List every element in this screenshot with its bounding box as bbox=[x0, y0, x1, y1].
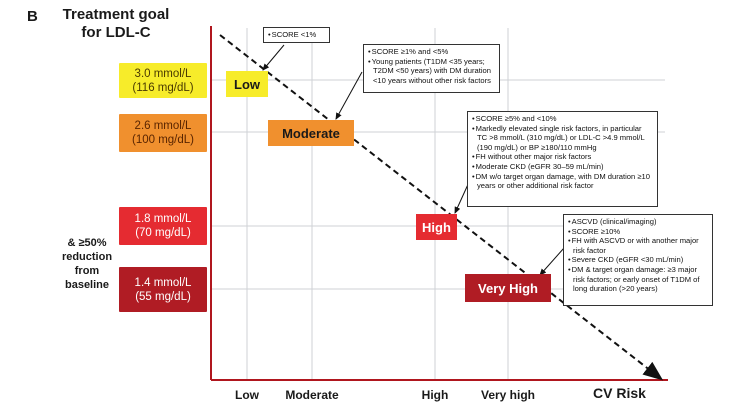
note-high-item-4: Moderate CKD (eGFR 30–59 mL/min) bbox=[472, 162, 653, 172]
title-line-1: Treatment goal bbox=[62, 6, 170, 23]
note-very-high-item-3: FH with ASCVD or with another major risk… bbox=[568, 236, 708, 255]
x-tick-high: High bbox=[421, 388, 449, 402]
panel-title: Treatment goal for LDL-C bbox=[60, 6, 172, 42]
note-very-high-item-2: SCORE ≥10% bbox=[568, 227, 708, 237]
note-very-high: ASCVD (clinical/imaging) SCORE ≥10% FH w… bbox=[563, 214, 713, 306]
x-axis-title: CV Risk bbox=[593, 385, 646, 401]
note-low: SCORE <1% bbox=[263, 27, 330, 43]
note-low-item: SCORE <1% bbox=[268, 30, 325, 40]
target-very-high-mmol: 1.4 mmol/L bbox=[134, 276, 192, 289]
note-high: SCORE ≥5% and <10% Markedly elevated sin… bbox=[467, 111, 658, 207]
level-high: High bbox=[416, 214, 457, 240]
target-low-mgdl: (116 mg/dL) bbox=[132, 81, 194, 94]
x-tick-low: Low bbox=[235, 388, 259, 402]
target-high: 1.8 mmol/L (70 mg/dL) bbox=[119, 207, 207, 245]
target-low-mmol: 3.0 mmol/L bbox=[134, 67, 192, 80]
note-high-item-2: Markedly elevated single risk factors, i… bbox=[472, 124, 653, 153]
note-very-high-item-5: DM & target organ damage: ≥3 major risk … bbox=[568, 265, 708, 294]
note-moderate-item-1: SCORE ≥1% and <5% bbox=[368, 47, 495, 57]
note-moderate: SCORE ≥1% and <5% Young patients (T1DM <… bbox=[363, 44, 500, 93]
level-moderate: Moderate bbox=[268, 120, 354, 146]
target-high-mgdl: (70 mg/dL) bbox=[135, 227, 191, 239]
pointer-moderate bbox=[335, 71, 363, 120]
reduction-note: & ≥50% reduction from baseline bbox=[61, 237, 113, 291]
target-high-mmol: 1.8 mmol/L bbox=[134, 213, 192, 225]
level-low: Low bbox=[226, 71, 268, 97]
note-moderate-item-2: Young patients (T1DM <35 years; T2DM <50… bbox=[368, 57, 495, 86]
x-tick-very-high: Very high bbox=[480, 388, 536, 402]
x-tick-moderate: Moderate bbox=[285, 388, 339, 402]
risk-diagonal-arrow bbox=[219, 34, 664, 381]
target-moderate-mgdl: (100 mg/dL) bbox=[131, 134, 194, 146]
note-high-item-1: SCORE ≥5% and <10% bbox=[472, 114, 653, 124]
note-high-item-5: DM w/o target organ damage, with DM dura… bbox=[472, 172, 653, 191]
target-moderate-mmol: 2.6 mmol/L bbox=[134, 120, 192, 132]
pointer-very-high bbox=[539, 247, 565, 276]
target-low: 3.0 mmol/L (116 mg/dL) bbox=[119, 63, 207, 98]
target-very-high-mgdl: (55 mg/dL) bbox=[135, 290, 191, 303]
pointer-low bbox=[262, 44, 285, 71]
note-very-high-item-4: Severe CKD (eGFR <30 mL/min) bbox=[568, 255, 708, 265]
target-very-high: 1.4 mmol/L (55 mg/dL) bbox=[119, 267, 207, 312]
title-line-2: for LDL-C bbox=[81, 24, 151, 41]
note-very-high-item-1: ASCVD (clinical/imaging) bbox=[568, 217, 708, 227]
panel-letter: B bbox=[27, 8, 38, 25]
target-moderate: 2.6 mmol/L (100 mg/dL) bbox=[119, 114, 207, 152]
note-high-item-3: FH without other major risk factors bbox=[472, 152, 653, 162]
level-very-high: Very High bbox=[465, 274, 551, 302]
